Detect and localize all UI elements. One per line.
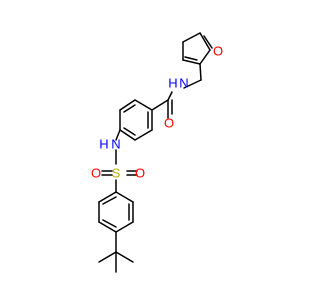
central-benzene-ring xyxy=(119,99,153,141)
furan-ring xyxy=(182,32,213,65)
sulfonyl-oxygen-left-label: O xyxy=(91,166,101,181)
sulfur-label: S xyxy=(112,166,121,181)
carbonyl-oxygen-label: O xyxy=(164,116,174,131)
lower-benzene-ring xyxy=(98,191,134,233)
tert-butyl-group xyxy=(98,231,134,273)
amide-linker xyxy=(151,63,202,119)
sulfonamide-group xyxy=(101,129,138,193)
sulfonyl-oxygen-right-label: O xyxy=(135,166,145,181)
atom-labels: O N H O N H S O O xyxy=(91,44,223,181)
amide-nitrogen-label: N xyxy=(179,76,188,91)
sulfonamide-hydrogen-label: H xyxy=(99,137,108,152)
molecule-structure: O N H O N H S O O xyxy=(91,32,223,273)
furan-oxygen-label: O xyxy=(213,44,223,59)
sulfonamide-nitrogen-label: N xyxy=(111,137,120,152)
amide-hydrogen-label: H xyxy=(168,76,177,91)
